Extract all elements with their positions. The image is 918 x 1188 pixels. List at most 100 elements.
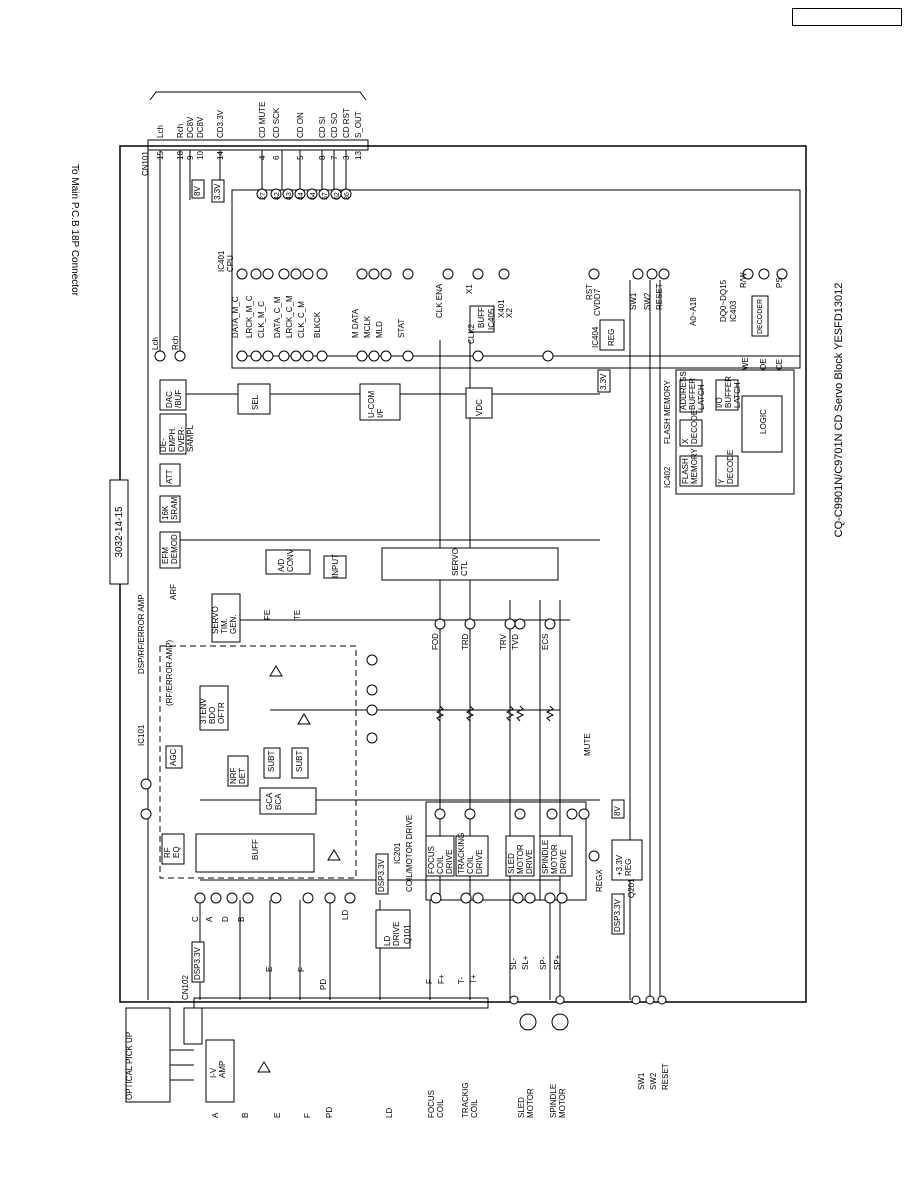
blocks-q201: Q201 xyxy=(627,878,636,898)
blocks-x_decode-line1: DECODE xyxy=(690,410,699,444)
signals-x1: X1 xyxy=(465,284,474,294)
blocks-x_decode-line0: X xyxy=(681,438,690,444)
left_labels-sw2: SW2 xyxy=(649,1072,658,1090)
block-tracking-drive xyxy=(455,835,489,877)
signals-lrck_mc: LRCK_M_C xyxy=(245,295,254,338)
blocks-efm-line1: DEMOD xyxy=(170,534,179,564)
blocks-addr_latch-line2: LATCH xyxy=(697,384,706,410)
signals-we: WE xyxy=(741,357,750,370)
blocks-io_latch-line2: LATCH xyxy=(733,382,742,408)
cn101-pin-number: 15 xyxy=(156,151,165,160)
blocks-sel: SEL xyxy=(251,394,260,410)
optical-pickup-label: OPTICAL PICK UP xyxy=(125,1032,134,1100)
cn102-strip xyxy=(193,997,489,1009)
cn101-pin-label: CD3.3V xyxy=(216,109,225,138)
header-box xyxy=(792,8,902,26)
block-agc xyxy=(165,745,183,769)
left_labels-f: F xyxy=(303,1113,312,1118)
blocks-subt2: SUBT xyxy=(295,751,304,772)
blocks-ic405: IC405 xyxy=(487,308,496,330)
signals-f_minus: F- xyxy=(425,976,434,984)
blocks-ic401-line1: CPU xyxy=(226,255,235,272)
signals-f_plus: F+ xyxy=(437,974,446,984)
signals-a: A xyxy=(205,916,214,922)
signals-mld: MLD xyxy=(375,321,384,338)
block-nrf-det xyxy=(227,755,249,787)
part-number: 3032-14-15 xyxy=(114,506,125,558)
cn101-pin-label: Rch xyxy=(176,124,185,138)
blocks-v33b: 3.3V xyxy=(599,373,608,390)
block-ad-conv xyxy=(265,549,311,575)
block-3tenv xyxy=(199,685,229,731)
left_labels-sled_motor-line0: SLED xyxy=(517,1097,526,1118)
blocks-ic403: IC403 xyxy=(729,300,738,322)
connector-main-label: To Main P.C.B 18P Connector xyxy=(69,164,80,297)
block-io-latch xyxy=(715,379,739,411)
signals-blkck: BLKCK xyxy=(313,311,322,338)
block-part-no xyxy=(109,479,129,585)
cn101-pin-label: CD ON xyxy=(296,112,305,138)
blocks-tracking_drive-line2: DRIVE xyxy=(475,850,484,874)
block-dsp33-b xyxy=(375,853,389,895)
blocks-y_decode-line1: DECODE xyxy=(726,450,735,484)
cpu-pin-number: 57 xyxy=(322,192,329,200)
left_labels-a: A xyxy=(211,1112,220,1118)
cn101-pin-number: 3 xyxy=(342,155,351,160)
signals-clk_mc: CLK_M_C xyxy=(257,301,266,338)
dsp-region xyxy=(159,645,357,879)
blocks-ld_drive-line0: LD xyxy=(383,936,392,946)
blocks-reg: REG xyxy=(607,329,616,346)
blocks-tracking_drive-line1: COIL xyxy=(466,855,475,874)
blocks-ld_drive-line1: DRIVE xyxy=(392,922,401,946)
blocks-deemph-line1: EMPH. xyxy=(168,427,177,452)
blocks-q101: Q101 xyxy=(403,924,412,944)
left_labels-spindle_motor-line0: SPINDLE xyxy=(549,1084,558,1118)
cn101-pin-number: 14 xyxy=(216,151,225,160)
signals-clk2: CLK2 xyxy=(467,323,476,344)
blocks-ad_conv-line0: A/D xyxy=(277,558,286,572)
cn101-pin-label: Lch xyxy=(156,125,165,138)
cn101-pin-number: 10 xyxy=(196,151,205,160)
signals-fe: FE xyxy=(263,610,272,620)
blocks-gca-line1: BCA xyxy=(274,793,283,810)
signals-x2: X2 xyxy=(505,308,514,318)
pickup-connections xyxy=(170,1049,194,1081)
block-33v-b xyxy=(597,369,611,393)
signals-rch: Rch xyxy=(171,336,180,350)
signals-ps: PS xyxy=(775,277,784,288)
signals-sw2: SW2 xyxy=(643,292,652,310)
blocks-addr_latch-line1: BUFFER xyxy=(688,378,697,410)
block-33v-a xyxy=(211,179,225,203)
blocks-ad_conv-line1: CONV xyxy=(286,548,295,572)
blocks-buff: BUFF xyxy=(251,839,260,860)
signals-sl_plus: SL+ xyxy=(521,955,530,970)
left_labels-tracking_coil-line0: TRACKIG xyxy=(461,1082,470,1118)
blocks-reg33-line1: REG xyxy=(624,859,633,876)
left_labels-ld: LD xyxy=(385,1108,394,1118)
blocks-focus_drive-line1: COIL xyxy=(436,855,445,874)
blocks-v8b: 8V xyxy=(193,186,202,196)
blocks-ic101: IC101 xyxy=(137,724,146,746)
blocks-cn101: CN101 xyxy=(141,151,150,176)
signals-trv: TRV xyxy=(499,633,508,650)
signals-ld: LD xyxy=(341,910,350,920)
signals-mute: MUTE xyxy=(583,733,592,756)
blocks-rf_amp: (RF/ERROR AMP) xyxy=(165,639,174,706)
blocks-sled_drive-line1: MOTOR xyxy=(516,844,525,874)
signals-arf: ARF xyxy=(169,584,178,600)
blocks-addr_latch-line0: ADDRESS xyxy=(679,371,688,410)
block-reg33 xyxy=(611,839,643,881)
cn101-pin-number: 6 xyxy=(272,155,281,160)
block-servo-tim xyxy=(211,593,241,643)
blocks-coil_motor: COIL/MOTOR DRIVE xyxy=(405,815,414,892)
blocks-efm-line0: EFM xyxy=(161,547,170,564)
blocks-dsp_amp: DSP/RF/ERROR AMP xyxy=(137,594,146,674)
blocks-tenv-line2: OFTR xyxy=(217,702,226,724)
blocks-nrf_det-line1: DET xyxy=(238,768,247,784)
blocks-servo_ctl-line1: CTL xyxy=(460,560,469,576)
block-spindle-drive xyxy=(539,835,573,877)
left_labels-reset: RESET xyxy=(661,1063,670,1090)
block-input xyxy=(323,555,347,579)
blocks-rf_eq-line1: EQ xyxy=(172,846,181,858)
